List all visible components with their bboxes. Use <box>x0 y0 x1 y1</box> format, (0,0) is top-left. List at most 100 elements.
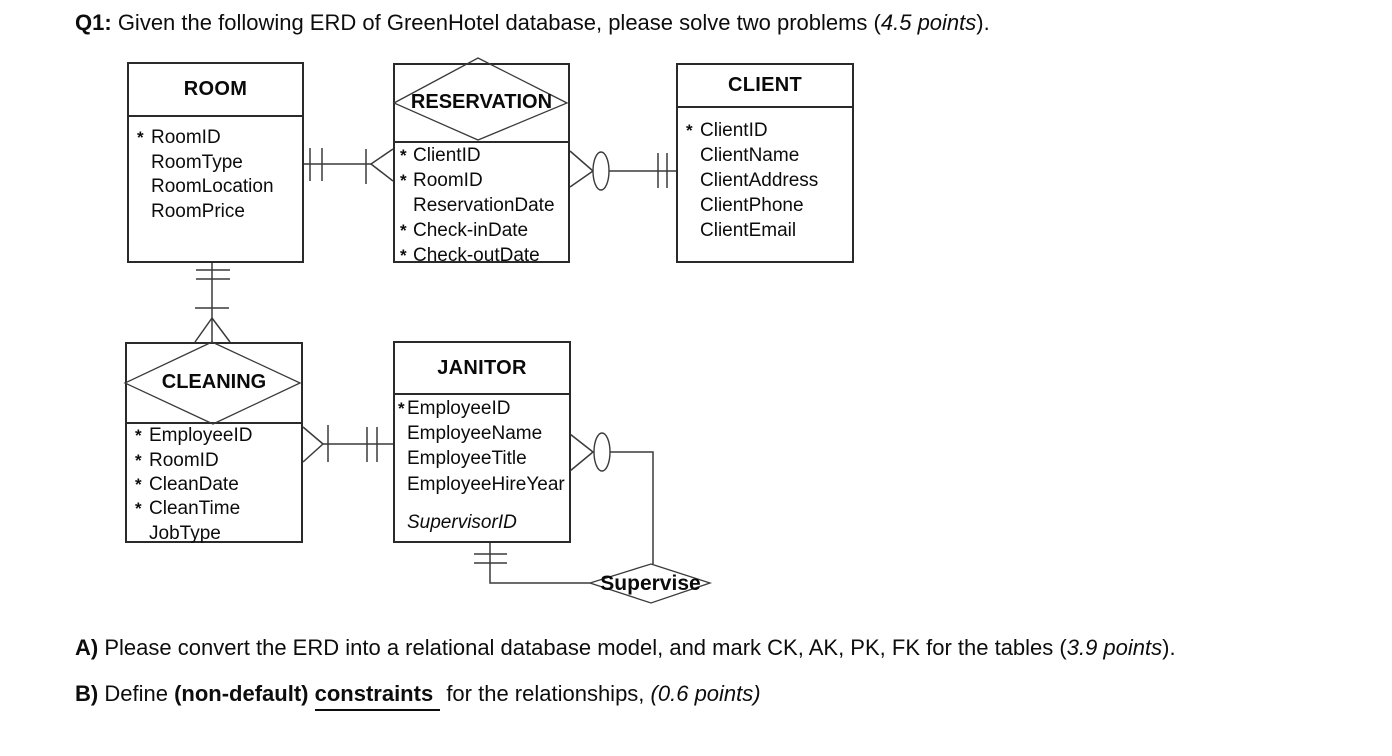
room-reservation-connector <box>304 148 394 184</box>
question-a-points: 3.9 points <box>1066 635 1163 660</box>
janitor-supervise-one-connector <box>474 543 590 584</box>
question-b-bold-text: (non-default) <box>174 681 309 706</box>
attribute-row: * CleanTime <box>127 497 301 521</box>
attribute-name: RoomID <box>151 127 221 149</box>
attribute-name: EmployeeID <box>407 397 511 419</box>
key-marker: * <box>686 120 693 140</box>
question-b-text: Define <box>104 681 168 706</box>
attribute-name: EmployeeTitle <box>407 448 527 470</box>
question-a-suffix: ). <box>1162 635 1176 660</box>
attribute-name: RoomType <box>151 151 243 173</box>
attribute-name: RoomID <box>149 449 219 471</box>
attribute-name: ClientEmail <box>700 219 797 241</box>
entity-janitor-attributes: *EmployeeID EmployeeName EmployeeTitle E… <box>395 395 569 536</box>
attribute-row: * RoomID <box>395 168 568 193</box>
key-marker: * <box>135 426 142 446</box>
cardinality-one-mandatory-icon <box>366 427 378 462</box>
attribute-name: ClientPhone <box>700 194 804 216</box>
optional-circle-icon <box>592 151 610 191</box>
question-a-text: Please convert the ERD into a relational… <box>104 635 1067 660</box>
attribute-row: ClientEmail <box>678 218 852 243</box>
janitor-supervise-many-connector <box>569 432 654 564</box>
attribute-row: EmployeeHireYear <box>395 472 569 497</box>
cardinality-one-mandatory-icon <box>196 269 230 280</box>
attribute-row: * Check-outDate <box>395 243 568 268</box>
entity-janitor-title: JANITOR <box>395 343 569 395</box>
key-marker: * <box>398 398 405 418</box>
attribute-name: RoomLocation <box>151 176 274 198</box>
reservation-client-connector <box>569 150 676 191</box>
question-b-text2: for the relationships, <box>446 681 645 706</box>
cardinality-one-mandatory-icon <box>309 148 323 181</box>
entity-reservation-diamond-area <box>395 65 568 143</box>
question-b: B) Define (non-default) constraints for … <box>75 679 761 711</box>
attribute-name: CleanTime <box>149 498 241 520</box>
entity-room: ROOM * RoomID RoomType RoomLocation RoomP… <box>127 62 304 263</box>
attribute-row: ClientPhone <box>678 193 852 218</box>
attribute-name: SupervisorID <box>407 512 517 534</box>
attribute-name: CleanDate <box>149 473 239 495</box>
attribute-row: *Check-inDate <box>395 218 568 243</box>
attribute-row: ClientAddress <box>678 168 852 193</box>
entity-reservation-attributes: *ClientID *RoomID ReservationDate *Check… <box>395 143 568 268</box>
entity-room-attributes: * RoomID RoomType RoomLocation RoomPrice <box>129 117 302 224</box>
attribute-row: * RoomID <box>127 448 301 472</box>
attribute-row: RoomType <box>129 151 302 176</box>
attribute-name: RoomPrice <box>151 200 245 222</box>
attribute-row: * RoomID <box>129 126 302 151</box>
attribute-row: * ClientID <box>678 118 852 143</box>
entity-cleaning-attributes: * EmployeeID * RoomID * CleanDate * CleanTim… <box>127 424 301 546</box>
question-b-underlined-text: constraints <box>314 679 441 711</box>
question-header: Q1: Given the following ERD of GreenHote… <box>75 8 990 38</box>
attribute-name: EmployeeName <box>407 423 543 445</box>
attribute-name: RoomID <box>413 169 483 191</box>
attribute-row: ClientName <box>678 143 852 168</box>
cleaning-janitor-connector <box>302 425 393 463</box>
attribute-name: EmployeeHireYear <box>407 473 565 495</box>
question-b-points: (0.6 points) <box>650 681 761 706</box>
entity-client-title: CLIENT <box>678 65 852 108</box>
attribute-name: ClientAddress <box>700 169 819 191</box>
crow-foot-many-icon <box>365 148 394 184</box>
cardinality-one-mandatory-icon <box>657 153 668 188</box>
attribute-row: *EmployeeID <box>395 396 569 421</box>
attribute-name: ReservationDate <box>413 194 555 216</box>
attribute-name: JobType <box>149 522 221 544</box>
attribute-row: RoomLocation <box>129 175 302 200</box>
key-marker: * <box>135 499 142 519</box>
attribute-name: ClientID <box>413 144 481 166</box>
supervise-diamond-label: Supervise <box>600 572 701 595</box>
question-text: Given the following ERD of GreenHotel da… <box>117 10 881 35</box>
attribute-name: ClientID <box>700 119 768 141</box>
key-marker: * <box>400 245 407 265</box>
crow-foot-many-icon <box>569 150 594 188</box>
key-marker: * <box>137 128 144 148</box>
key-marker: * <box>400 170 407 190</box>
entity-client-attributes: * ClientID ClientName ClientAddress Clien… <box>678 108 852 243</box>
attribute-row: * ClientID <box>395 143 568 168</box>
reservation-diamond-label: RESERVATION <box>410 91 553 113</box>
attribute-row: JobType <box>127 522 301 546</box>
entity-client: CLIENT * ClientID ClientName ClientAddres… <box>676 63 854 263</box>
attribute-row: SupervisorID <box>395 511 569 536</box>
attribute-name: Check-outDate <box>413 244 540 266</box>
key-marker: * <box>400 145 407 165</box>
attribute-row: RoomPrice <box>129 200 302 225</box>
entity-janitor: JANITOR *EmployeeID EmployeeName Employe… <box>393 341 571 543</box>
entity-room-title: ROOM <box>129 64 302 117</box>
question-suffix: ). <box>976 10 990 35</box>
key-marker: * <box>135 450 142 470</box>
attribute-name: EmployeeID <box>149 425 253 447</box>
crow-foot-many-icon <box>569 433 594 472</box>
question-a: A) Please convert the ERD into a relatio… <box>75 633 1176 663</box>
attribute-row: * CleanDate <box>127 473 301 497</box>
attribute-row: ReservationDate <box>395 193 568 218</box>
attribute-name: ClientName <box>700 144 800 166</box>
attribute-row: * EmployeeID <box>127 424 301 448</box>
question-points: 4.5 points <box>880 10 977 35</box>
key-marker: * <box>135 474 142 494</box>
room-cleaning-connector <box>194 263 231 343</box>
optional-circle-icon <box>593 432 611 472</box>
crow-foot-many-icon <box>194 307 231 343</box>
